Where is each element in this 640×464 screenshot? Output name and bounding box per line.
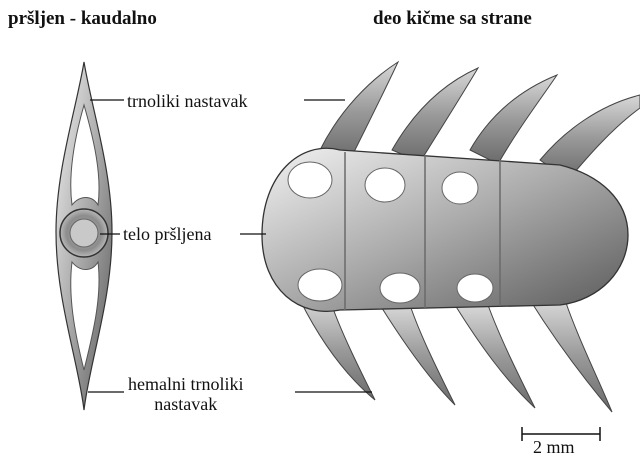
caudal-vertebra-drawing — [56, 62, 112, 410]
hemal-spine-label-line1: hemalni trnoliki — [128, 374, 243, 394]
hemal-spine-label-line2: nastavak — [128, 394, 243, 414]
spinous-process-label: trnoliki nastavak — [127, 91, 247, 111]
lateral-spine-drawing — [262, 62, 640, 412]
scale-bar-label: 2 mm — [533, 437, 575, 458]
vertebral-body-label: telo pršljena — [123, 224, 211, 244]
hemal-spine-label: hemalni trnoliki nastavak — [128, 374, 243, 414]
